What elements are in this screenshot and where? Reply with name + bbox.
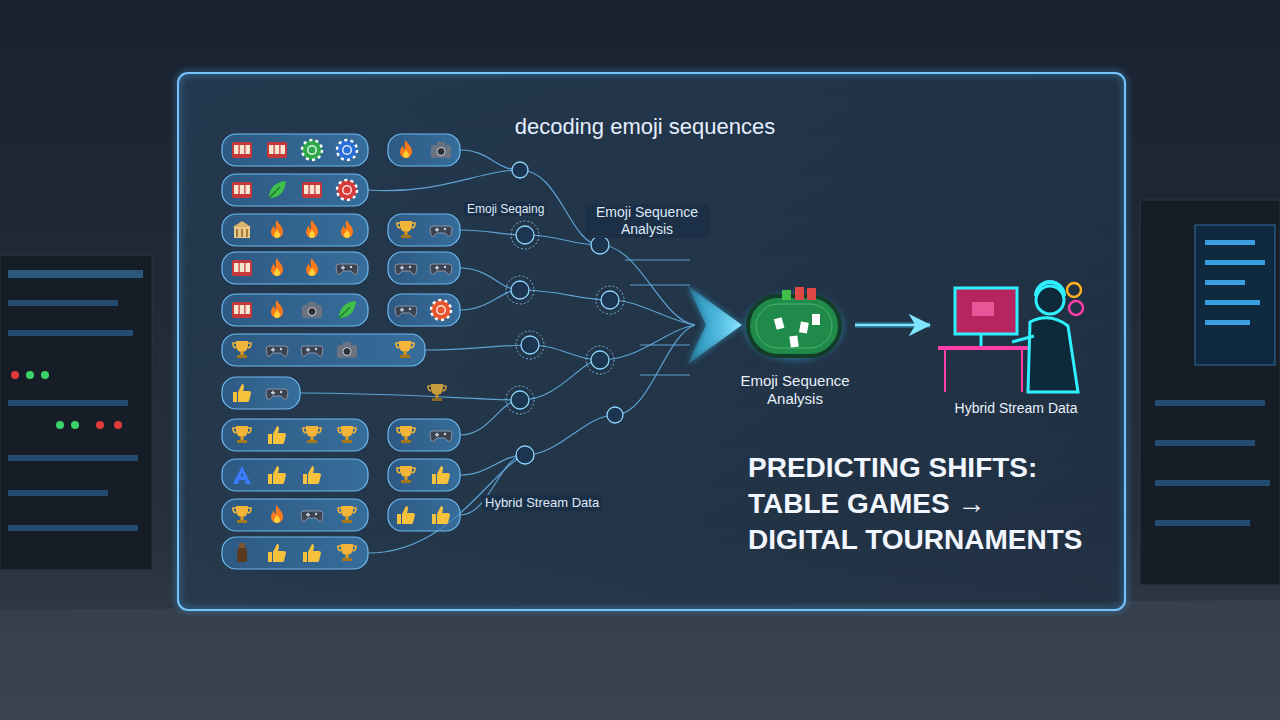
gamer-station	[938, 282, 1083, 392]
annotation-label: Hybrid Stream Data	[482, 495, 602, 511]
stream-station-node: Hybrid Stream Data	[930, 262, 1102, 417]
node-label: Hybrid Stream Data	[930, 400, 1102, 417]
table-game-node: Emoji Sequence Analysis	[735, 280, 855, 408]
headline-caption: PREDICTING SHIFTS: TABLE GAMES → DIGITAL…	[748, 450, 1098, 558]
glass-panel	[178, 73, 1125, 610]
diagram-title: decoding emoji sequences	[450, 114, 840, 140]
server-rack-left	[0, 255, 152, 570]
poker-table	[744, 287, 844, 361]
flow-arrow	[855, 324, 930, 327]
server-rack-right	[1140, 200, 1280, 585]
node-label: Emoji Sequence Analysis	[735, 372, 855, 408]
flow-chevron	[688, 286, 742, 364]
annotation-label: Emoji Sequence Analysis	[585, 204, 709, 238]
connector-glow	[855, 322, 930, 328]
emoji-icons	[232, 140, 452, 562]
annotation-label: Emoji Seqaing	[464, 202, 547, 216]
emoji-pills	[222, 134, 460, 569]
